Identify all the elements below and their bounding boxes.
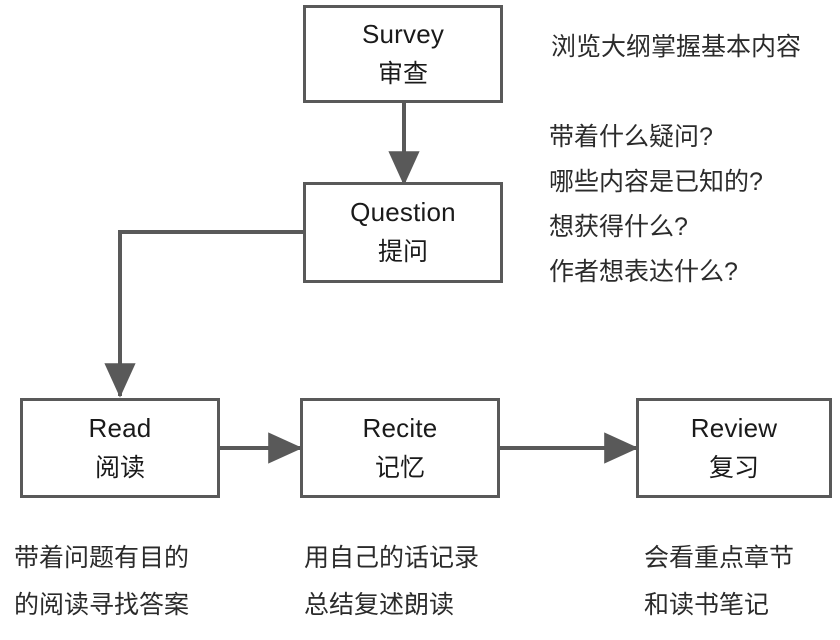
node-review-subtitle: 复习 <box>708 453 759 482</box>
caption-read: 带着问题有目的 的阅读寻找答案 <box>14 546 189 618</box>
caption-review-line-1: 会看重点章节 <box>644 544 795 572</box>
node-question[interactable]: Question 提问 <box>303 182 503 283</box>
note-survey: 浏览大纲掌握基本内容 <box>551 35 801 60</box>
caption-recite-line-1: 用自己的话记录 <box>304 544 480 572</box>
caption-recite-line-2: 总结复述朗读 <box>304 591 455 619</box>
node-question-title: Question <box>350 197 456 228</box>
note-question-line-2: 哪些内容是已知的? <box>549 168 763 196</box>
node-recite-subtitle: 记忆 <box>374 453 425 482</box>
note-survey-line-1: 浏览大纲掌握基本内容 <box>551 33 802 61</box>
node-survey-subtitle: 审查 <box>377 59 428 88</box>
caption-review: 会看重点章节 和读书笔记 <box>644 546 794 618</box>
caption-read-line-1: 带着问题有目的 <box>14 544 190 572</box>
node-review[interactable]: Review 复习 <box>636 398 832 498</box>
caption-review-line-2: 和读书笔记 <box>644 591 770 619</box>
node-recite-title: Recite <box>362 412 438 443</box>
caption-read-line-2: 的阅读寻找答案 <box>14 591 190 619</box>
note-question-line-4: 作者想表达什么? <box>549 258 738 286</box>
node-read-title: Read <box>88 412 152 443</box>
node-read-subtitle: 阅读 <box>94 453 145 482</box>
node-recite[interactable]: Recite 记忆 <box>300 398 500 498</box>
connector-question-to-read <box>104 230 303 398</box>
note-question-line-3: 想获得什么? <box>549 213 688 241</box>
node-review-title: Review <box>690 412 778 443</box>
note-question-line-1: 带着什么疑问? <box>549 123 713 151</box>
note-question: 带着什么疑问? 哪些内容是已知的? 想获得什么? 作者想表达什么? <box>549 125 763 285</box>
node-read[interactable]: Read 阅读 <box>20 398 220 498</box>
node-question-subtitle: 提问 <box>377 238 428 267</box>
caption-recite: 用自己的话记录 总结复述朗读 <box>304 546 479 618</box>
node-survey[interactable]: Survey 审查 <box>303 5 503 103</box>
node-survey-title: Survey <box>361 18 445 49</box>
